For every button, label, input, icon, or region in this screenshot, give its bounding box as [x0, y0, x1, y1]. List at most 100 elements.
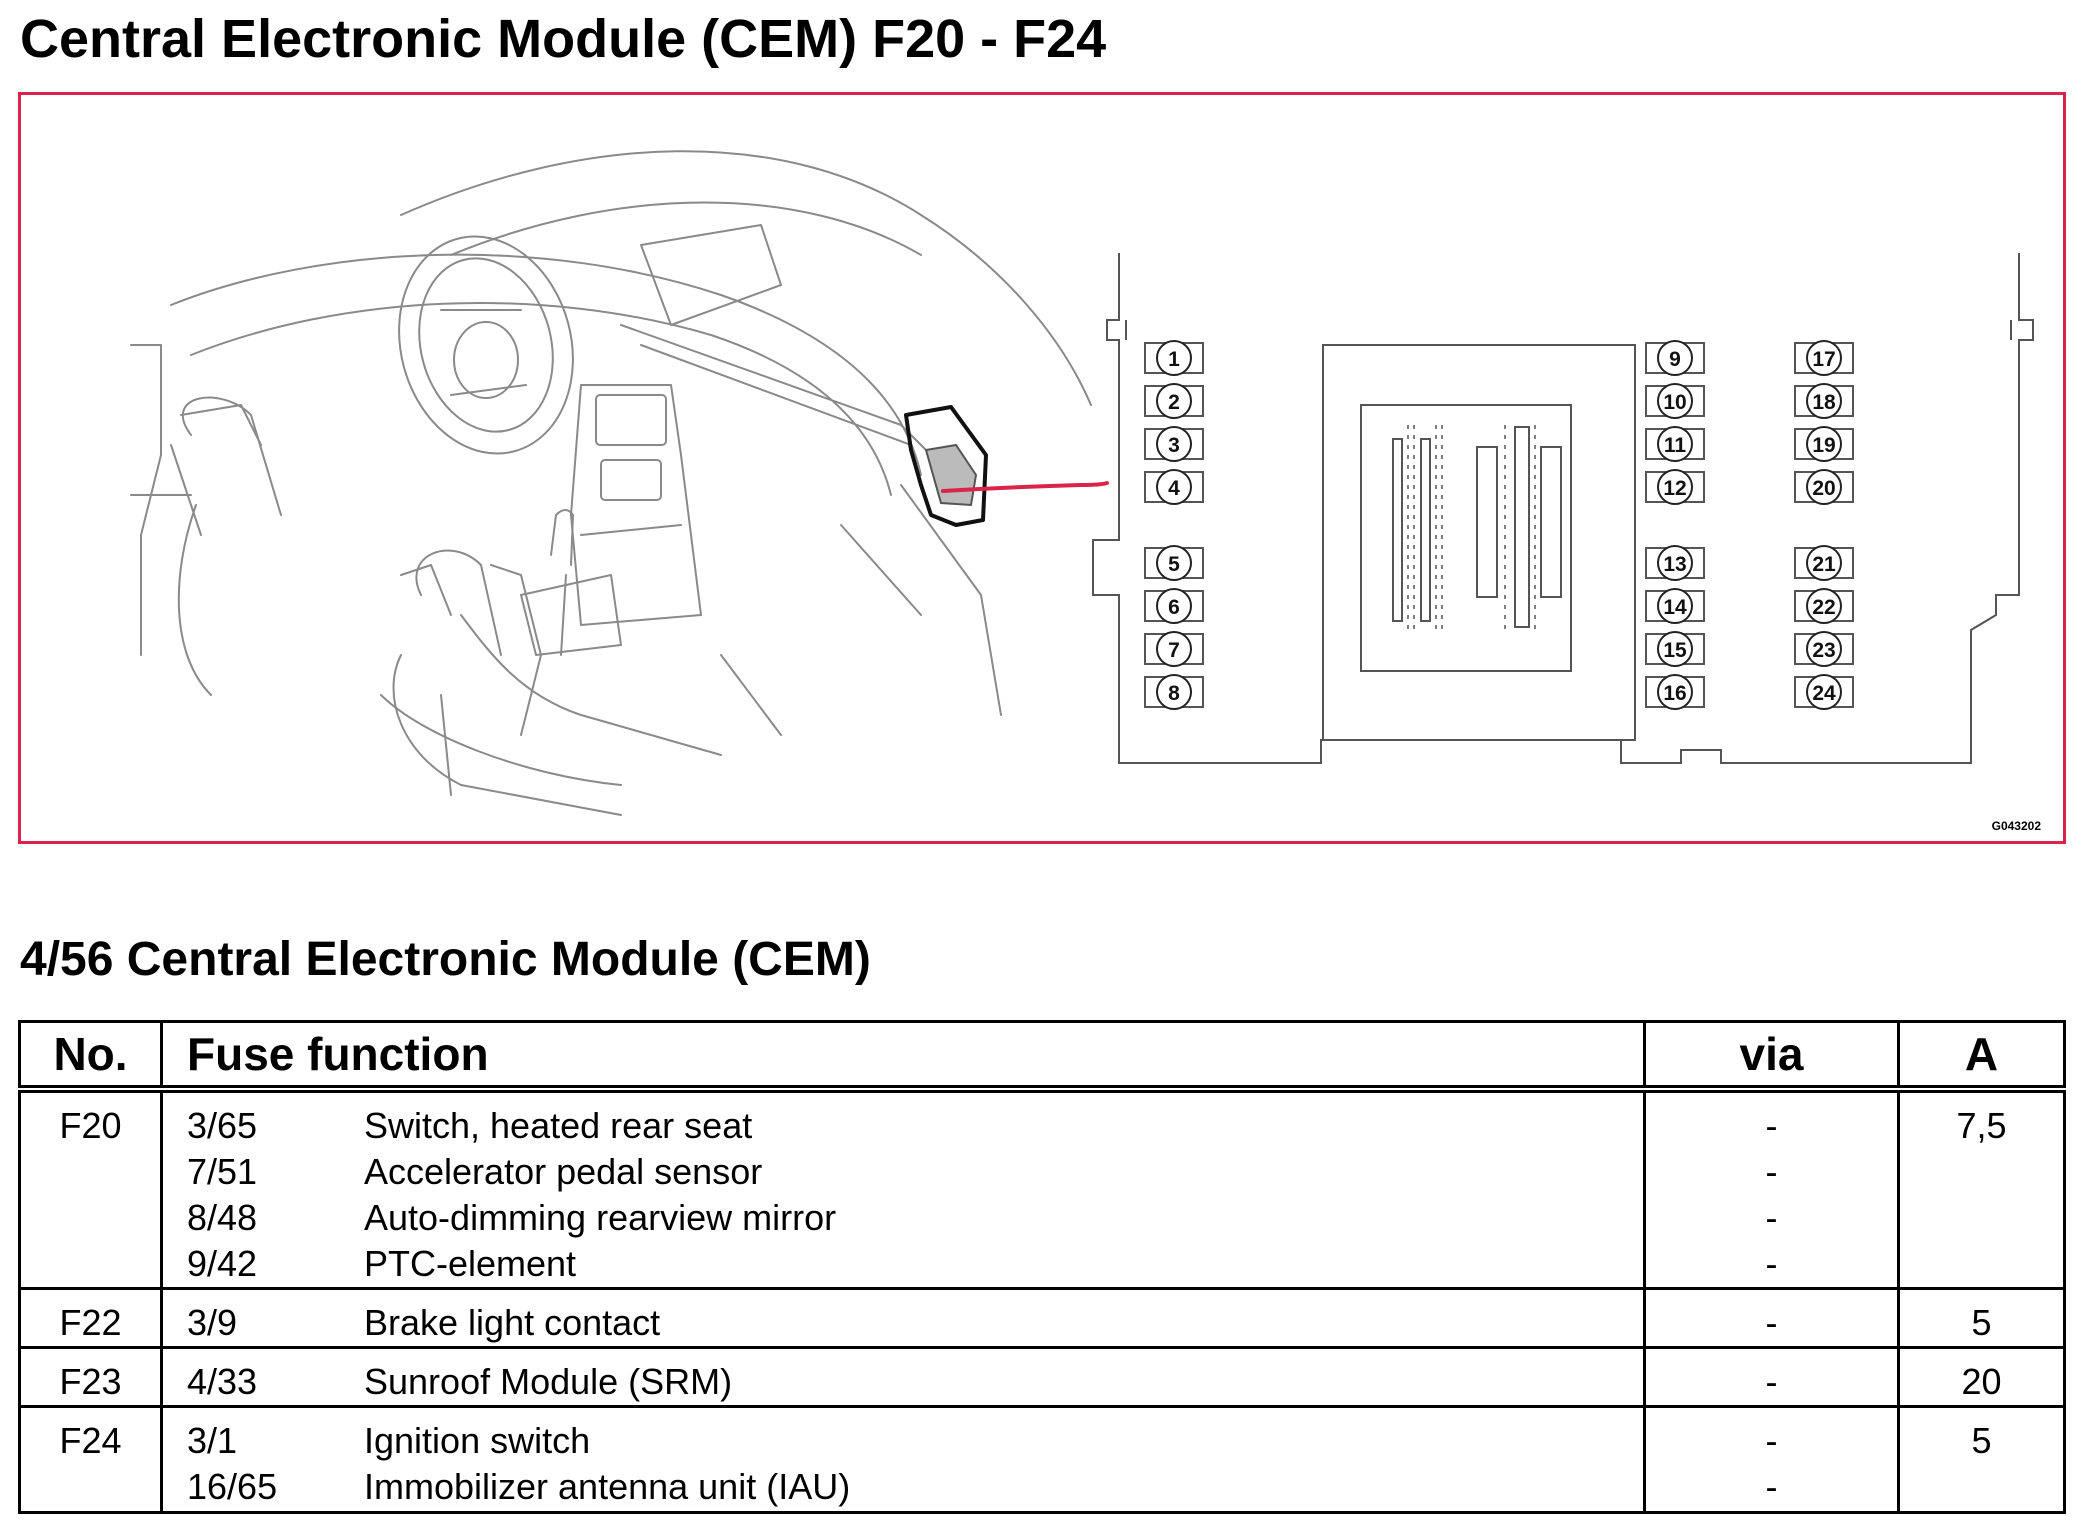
function-code: 16/65	[187, 1466, 278, 1507]
fuse-slot-number: 4	[1168, 477, 1180, 500]
fuse-slot: 1	[1144, 340, 1204, 376]
page-title: Central Electronic Module (CEM) F20 - F2…	[20, 9, 1107, 69]
fuse-slot-number: 13	[1663, 553, 1686, 576]
fuse-slot-number: 2	[1168, 391, 1180, 414]
amperage-value: 20	[1961, 1361, 2002, 1402]
fuse-slot: 24	[1794, 674, 1854, 710]
fuse-slot: 16	[1645, 674, 1705, 710]
fuse-slot: 15	[1645, 631, 1705, 667]
function-description: Switch, heated rear seat	[364, 1105, 753, 1146]
function-description: Auto-dimming rearview mirror	[364, 1197, 837, 1238]
function-description: Accelerator pedal sensor	[364, 1151, 763, 1192]
pointer-arrow	[941, 481, 1109, 493]
fuse-slot: 11	[1645, 426, 1705, 462]
fuse-slot-number: 15	[1663, 639, 1687, 662]
via-value: -	[1765, 1151, 1778, 1192]
fuse-function: 3/9 Brake light contact	[160, 1287, 1645, 1348]
fuse-table-body: F20 3/65 Switch, heated rear seat 7/51 Accel…	[19, 1089, 2065, 1513]
fuse-number: F23	[19, 1346, 162, 1407]
amperage-value: 5	[1971, 1420, 1992, 1461]
fuse-slot: 20	[1794, 469, 1854, 505]
fuse-slot-number: 23	[1812, 639, 1835, 662]
fuse-via: ----	[1643, 1089, 1899, 1289]
fuse-slot: 23	[1794, 631, 1854, 667]
function-entry: 3/9 Brake light contact	[187, 1300, 1643, 1346]
fuse-slot-number: 16	[1663, 682, 1686, 705]
amperage-value: 7,5	[1956, 1105, 2007, 1146]
fuse-slot: 17	[1794, 340, 1854, 376]
fuse-slot: 10	[1645, 383, 1705, 419]
fuse-slot-number: 21	[1812, 553, 1836, 576]
header-a: A	[1897, 1021, 2065, 1093]
fuse-slot: 9	[1645, 340, 1705, 376]
fuse-slot-number: 5	[1168, 553, 1180, 576]
header-fuse-function: Fuse function	[160, 1021, 1645, 1093]
fuse-slot-number: 11	[1664, 434, 1687, 457]
fuse-number: F20	[20, 1089, 162, 1289]
function-code: 8/48	[187, 1197, 258, 1238]
car-interior-illustration	[130, 150, 1092, 816]
fuse-slot: 22	[1794, 588, 1854, 624]
function-code: 3/65	[187, 1105, 258, 1146]
function-code: 9/42	[187, 1243, 258, 1284]
header-no: No.	[19, 1021, 162, 1093]
header-via: via	[1643, 1021, 1899, 1093]
fuse-function: 3/65 Switch, heated rear seat 7/51 Accelera…	[160, 1089, 1645, 1289]
fuse-table: No. Fuse function via A F20 3/65 Switch, h…	[18, 1020, 2066, 1514]
function-entry: 3/65 Switch, heated rear seat	[187, 1103, 1643, 1149]
fuse-slot: 4	[1144, 469, 1204, 505]
function-code: 4/33	[187, 1361, 258, 1402]
amperage-value: 5	[1971, 1302, 1992, 1343]
fuse-slot: 3	[1144, 426, 1204, 462]
via-value: -	[1765, 1105, 1778, 1146]
figure-code: G043202	[1991, 819, 2041, 833]
fuse-via: -	[1643, 1346, 1899, 1407]
via-value: -	[1765, 1420, 1778, 1461]
fuse-number-text: F22	[59, 1302, 122, 1343]
fuse-slot-number: 12	[1663, 477, 1686, 500]
fuse-amperage: 20	[1897, 1346, 2065, 1407]
fuse-slot-number: 10	[1663, 391, 1686, 414]
fuse-via: -	[1643, 1287, 1899, 1348]
function-code: 3/1	[187, 1420, 238, 1461]
fuse-function: 4/33 Sunroof Module (SRM)	[160, 1346, 1645, 1407]
function-description: Sunroof Module (SRM)	[364, 1361, 733, 1402]
function-description: Brake light contact	[364, 1302, 661, 1343]
function-code: 7/51	[187, 1151, 258, 1192]
via-value: -	[1765, 1361, 1778, 1402]
fuse-amperage: 5	[1897, 1287, 2065, 1348]
fuse-slot: 8	[1144, 674, 1204, 710]
fuse-slot: 19	[1794, 426, 1854, 462]
fuse-slot-number: 17	[1812, 348, 1835, 371]
fuse-slot: 21	[1794, 545, 1854, 581]
fuse-amperage: 7,5	[1897, 1089, 2065, 1289]
function-code: 3/9	[187, 1302, 238, 1343]
fuse-via: --	[1643, 1405, 1899, 1513]
fuse-amperage: 5	[1897, 1405, 2065, 1513]
fuse-box-diagram	[1092, 253, 2034, 764]
function-entry: 7/51 Accelerator pedal sensor	[187, 1149, 1643, 1195]
fuse-slot-number: 22	[1812, 596, 1835, 619]
fuse-row-f20: F20 3/65 Switch, heated rear seat 7/51 Accel…	[20, 1089, 2065, 1289]
section-title: 4/56 Central Electronic Module (CEM)	[20, 933, 871, 986]
fuse-slot-number: 20	[1812, 477, 1835, 500]
fuse-slot: 14	[1645, 588, 1705, 624]
via-value: -	[1765, 1466, 1778, 1507]
function-entry: 8/48 Auto-dimming rearview mirror	[187, 1195, 1643, 1241]
fuse-slot: 12	[1645, 469, 1705, 505]
function-entry: 4/33 Sunroof Module (SRM)	[187, 1359, 1643, 1405]
via-value: -	[1765, 1302, 1778, 1343]
fuse-slot-number: 14	[1663, 596, 1687, 619]
fuse-slot-number: 7	[1168, 639, 1180, 662]
fuse-number: F24	[19, 1405, 162, 1513]
table-header-row: No. Fuse function via A	[19, 1021, 2065, 1093]
fuse-slot: 13	[1645, 545, 1705, 581]
fuse-number-text: F23	[59, 1361, 122, 1402]
fuse-slot-number: 8	[1168, 682, 1180, 705]
